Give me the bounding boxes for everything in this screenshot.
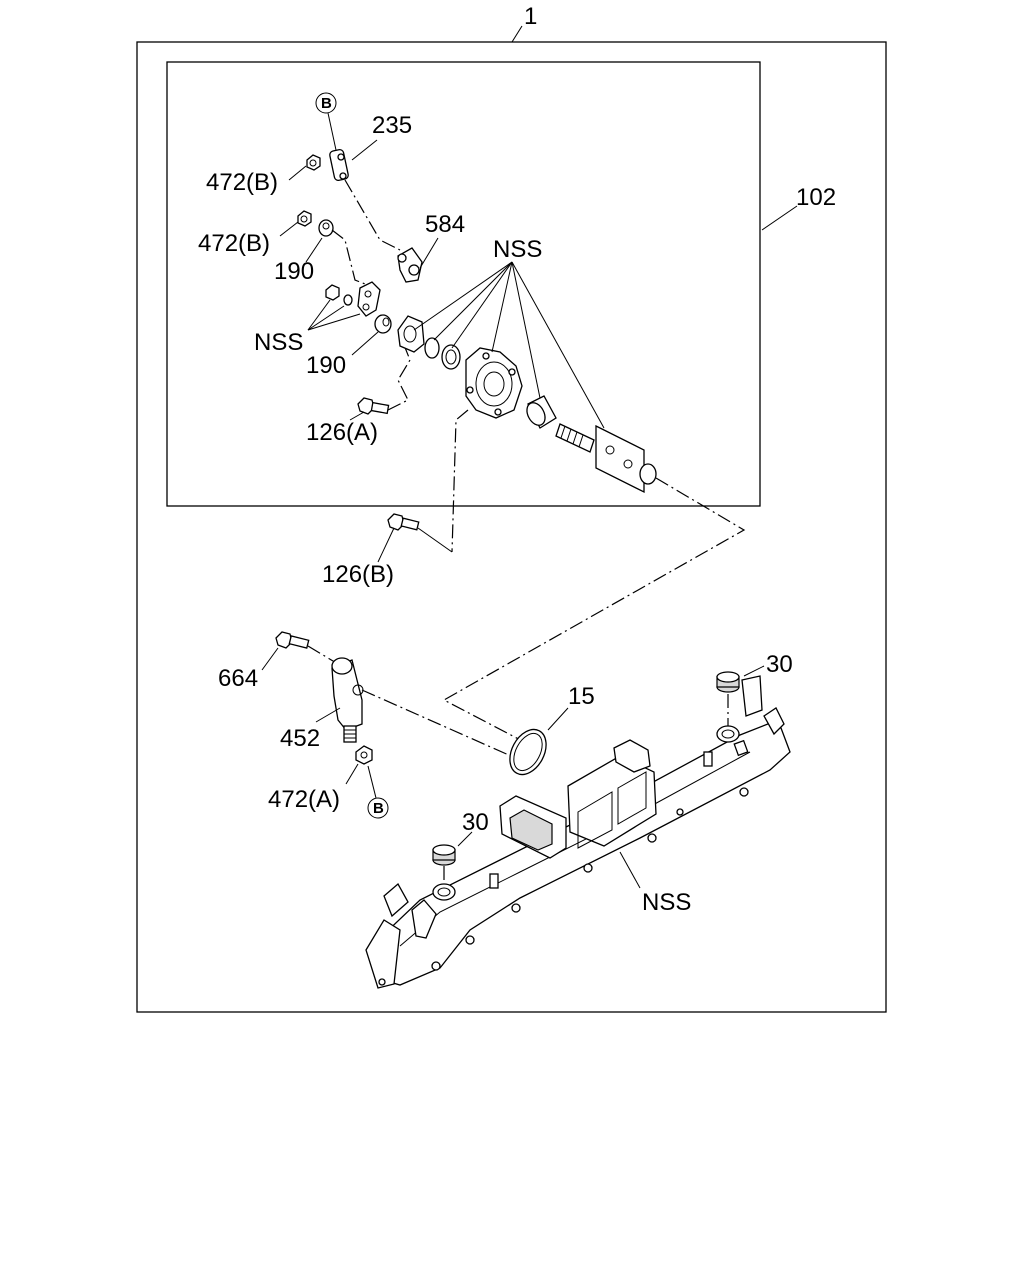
label-584: 584 xyxy=(425,211,465,238)
bolt-126a xyxy=(357,397,390,415)
bolt-664 xyxy=(275,631,310,649)
nut-472b-top xyxy=(306,154,321,171)
threaded-stud xyxy=(555,423,595,453)
nut-472b-mid xyxy=(297,210,312,227)
nss-bracket-plate xyxy=(357,281,381,317)
label-190-bottom: 190 xyxy=(306,352,346,379)
part-584-bracket xyxy=(397,247,423,283)
bolt-126b xyxy=(387,513,420,531)
flange-gasket xyxy=(397,315,425,353)
seal-ring xyxy=(441,344,461,370)
nss-nut xyxy=(325,284,340,301)
subassembly-frame xyxy=(166,61,761,507)
water-manifold xyxy=(365,675,791,989)
label-472b-top: 472(B) xyxy=(206,169,278,196)
part-235-clip xyxy=(329,148,349,182)
reference-b-top: B xyxy=(315,92,337,114)
label-30-left: 30 xyxy=(462,809,489,836)
label-15: 15 xyxy=(568,683,595,710)
collar-190-bottom xyxy=(374,314,392,334)
nss-washer xyxy=(343,294,353,306)
label-126b: 126(B) xyxy=(322,561,394,588)
label-664: 664 xyxy=(218,665,258,692)
label-126a: 126(A) xyxy=(306,419,378,446)
port-plate xyxy=(595,424,657,494)
label-nss-left: NSS xyxy=(254,329,303,356)
label-30-right: 30 xyxy=(766,651,793,678)
label-nss-top: NSS xyxy=(493,236,542,263)
thermostat-housing xyxy=(465,347,523,419)
label-472a: 472(A) xyxy=(268,786,340,813)
label-nss-bottom: NSS xyxy=(642,889,691,916)
reference-b-bottom: B xyxy=(367,797,389,819)
collar-190-top xyxy=(318,219,334,237)
label-472b-mid: 472(B) xyxy=(198,230,270,257)
svg-text:B: B xyxy=(373,800,384,817)
plug-30-left xyxy=(432,844,456,866)
sleeve xyxy=(526,395,557,429)
label-452: 452 xyxy=(280,725,320,752)
label-assembly: 1 xyxy=(524,3,537,30)
label-102: 102 xyxy=(796,184,836,211)
label-190-top: 190 xyxy=(274,258,314,285)
o-ring-small xyxy=(424,337,440,359)
assembly-frame xyxy=(136,41,887,1013)
sensor-452 xyxy=(331,657,364,743)
nut-472a xyxy=(355,745,373,765)
svg-text:B: B xyxy=(321,95,332,112)
label-235: 235 xyxy=(372,112,412,139)
o-ring-15 xyxy=(509,728,547,776)
plug-30-right xyxy=(716,671,740,693)
